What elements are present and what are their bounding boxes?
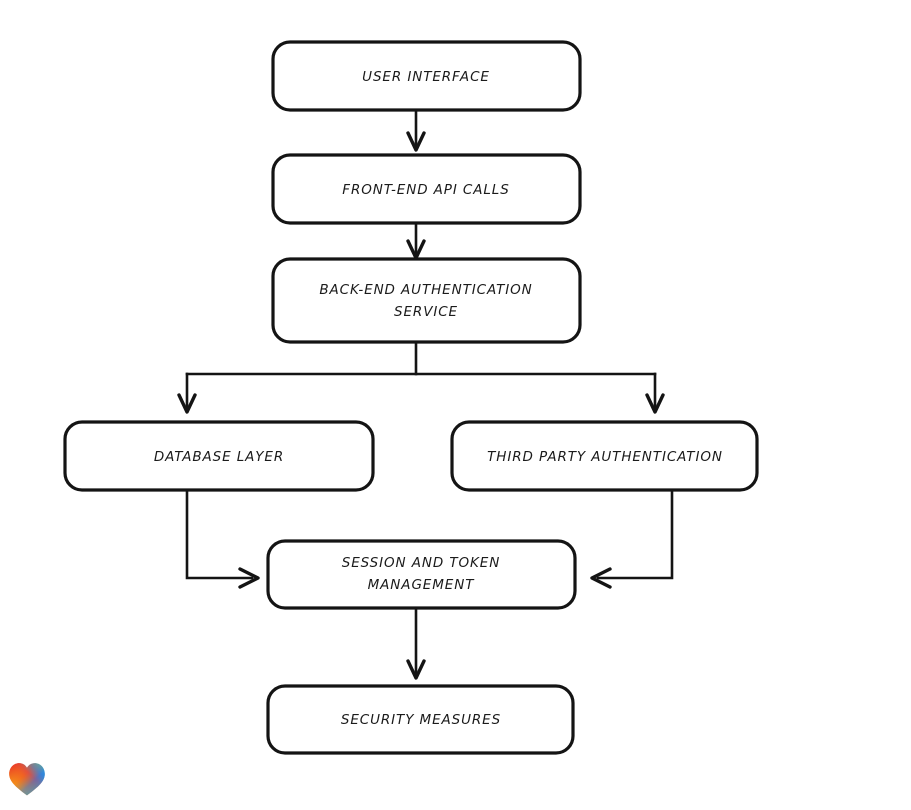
node-back-end-authentication-service-label-line1: Back-End Authentication	[319, 282, 532, 298]
edge-front-end-api-calls-to-back-end-authentication-service	[406, 220, 426, 260]
node-database-layer[interactable]: Database Layer	[63, 420, 375, 492]
node-security-measures-box[interactable]	[266, 684, 575, 755]
node-third-party-authentication[interactable]: Third Party Authentication	[450, 420, 759, 492]
heart-icon-overlay	[9, 763, 45, 796]
node-user-interface-label: User Interface	[362, 69, 490, 85]
node-session-and-token-management-label-line2: Management	[368, 577, 476, 593]
node-front-end-api-calls[interactable]: Front-End API Calls	[271, 153, 582, 225]
node-back-end-authentication-service-box[interactable]	[271, 257, 582, 344]
edge-back-end-authentication-service-to-database-layer	[177, 372, 197, 414]
node-third-party-authentication-box[interactable]	[450, 420, 759, 492]
heart-icon[interactable]	[8, 761, 46, 797]
node-session-and-token-management-label-line1: Session And Token	[342, 555, 500, 571]
edge-database-layer-to-session-and-token-management	[185, 488, 260, 589]
node-user-interface[interactable]: User Interface	[271, 40, 582, 112]
node-session-and-token-management-box[interactable]	[266, 539, 577, 610]
node-back-end-authentication-service[interactable]: Back-End Authentication Service	[271, 257, 582, 344]
edge-back-end-authentication-service-to-third-party-authentication	[645, 372, 665, 414]
node-user-interface-box[interactable]	[271, 40, 582, 112]
node-database-layer-box[interactable]	[63, 420, 375, 492]
node-session-and-token-management[interactable]: Session And Token Management	[266, 539, 577, 610]
node-security-measures-label: Security Measures	[341, 712, 501, 728]
node-third-party-authentication-label: Third Party Authentication	[487, 449, 723, 465]
edge-user-interface-to-front-end-api-calls	[406, 108, 426, 152]
node-security-measures[interactable]: Security Measures	[266, 684, 575, 755]
node-front-end-api-calls-label: Front-End API Calls	[342, 182, 509, 198]
edge-third-party-authentication-to-session-and-token-management	[590, 488, 674, 589]
node-database-layer-label: Database Layer	[154, 449, 284, 465]
node-back-end-authentication-service-label-line2: Service	[394, 304, 458, 320]
edge-back-end-branch-trunk	[185, 340, 657, 376]
edge-session-and-token-management-to-security-measures	[406, 606, 426, 680]
node-front-end-api-calls-box[interactable]	[271, 153, 582, 225]
